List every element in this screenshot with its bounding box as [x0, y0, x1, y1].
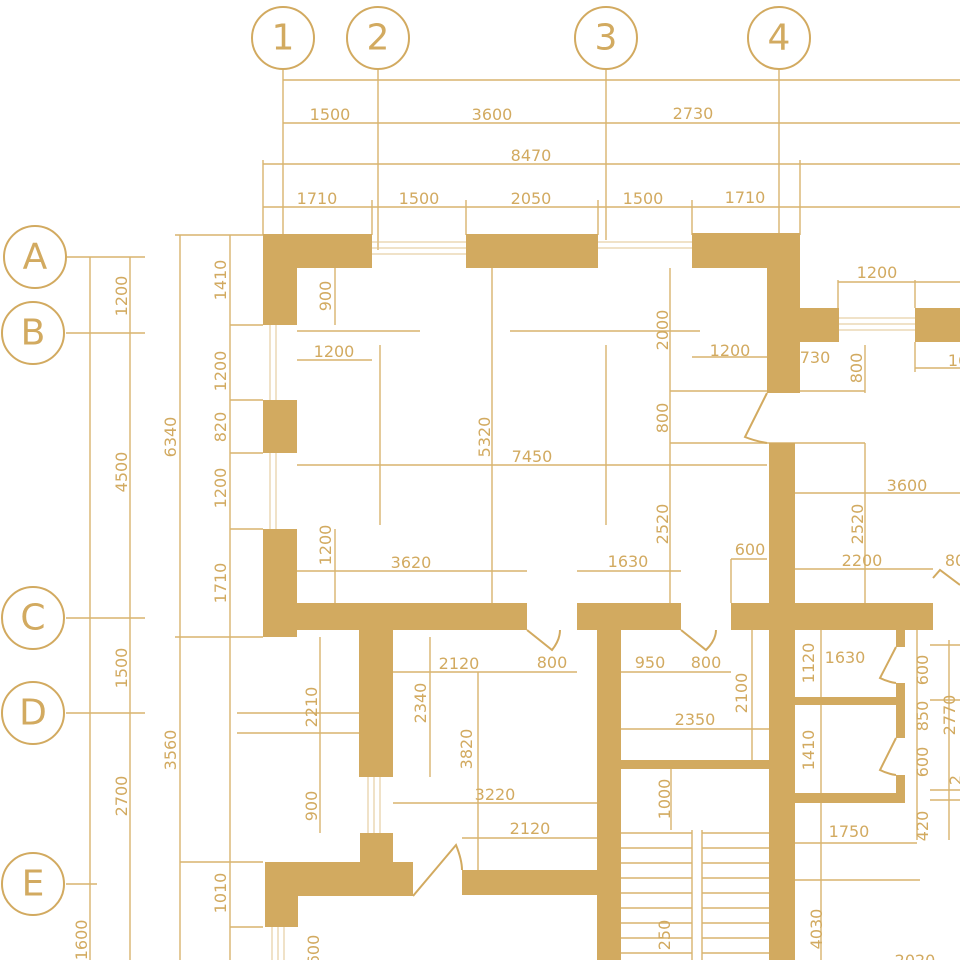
svg-text:2: 2: [367, 18, 390, 59]
svg-text:3: 3: [595, 18, 618, 59]
staircase: [621, 830, 769, 960]
dim-label: 80: [945, 551, 960, 570]
dim-label: 2340: [411, 683, 430, 724]
dim-label: 1200: [316, 525, 335, 566]
dim-label: 1410: [799, 730, 818, 771]
dim-label: 800: [537, 653, 568, 672]
dim-label: 2210: [302, 687, 321, 728]
grid-bubble-4: 4: [747, 6, 811, 70]
dim-label: 1200: [710, 341, 751, 360]
dim-label: 21600: [72, 920, 91, 960]
dim-label: 2520: [653, 504, 672, 545]
dim-label: 600: [913, 655, 932, 686]
dim-label: 1120: [799, 643, 818, 684]
dim-label: 2770: [940, 695, 959, 736]
dim-label: 900: [316, 281, 335, 312]
dim-label: 900: [302, 791, 321, 822]
dim-label: 2120: [510, 819, 551, 838]
dim-label: 1710: [211, 563, 230, 604]
dim-label: 600: [913, 747, 932, 778]
dim-label: 1750: [829, 822, 870, 841]
dim-label: 800: [847, 353, 866, 384]
dim-label: 1630: [608, 552, 649, 571]
grid-bubble-b: B: [1, 301, 65, 365]
svg-text:1: 1: [272, 18, 295, 59]
dim-label: 2350: [675, 710, 716, 729]
dim-label: 1410: [211, 260, 230, 301]
dim-label: 1000: [655, 779, 674, 820]
dim-label: 7450: [512, 447, 553, 466]
dim-label: 2120: [439, 654, 480, 673]
grid-bubble-2: 2: [346, 6, 410, 70]
dim-label: 1200: [314, 342, 355, 361]
dim-label: 1200: [211, 468, 230, 509]
svg-text:B: B: [21, 313, 46, 354]
svg-text:E: E: [22, 864, 45, 905]
dim-label: 8470: [511, 146, 552, 165]
grid-bubble-3: 3: [574, 6, 638, 70]
door-swings: [412, 392, 960, 897]
svg-text:A: A: [23, 237, 48, 278]
dim-label: 600: [735, 540, 766, 559]
dim-label: 3600: [887, 476, 928, 495]
dim-label: 730: [800, 348, 831, 367]
dim-label: 2520: [848, 504, 867, 545]
dim-label: 6340: [161, 417, 180, 458]
dim-label: 3820: [457, 729, 476, 770]
dim-label: 3560: [161, 730, 180, 771]
walls: [263, 233, 960, 960]
dim-label: 2000: [653, 310, 672, 351]
dim-label: 1710: [725, 188, 766, 207]
svg-text:D: D: [19, 693, 47, 734]
dim-label: 3620: [391, 553, 432, 572]
dim-label: 800: [691, 653, 722, 672]
dim-label: 4500: [112, 452, 131, 493]
dim-label: 800: [653, 403, 672, 434]
dim-label: 2: [946, 775, 960, 785]
dim-label: 1500: [399, 189, 440, 208]
dim-label: 5320: [475, 417, 494, 458]
dim-label: 4030: [807, 909, 826, 950]
dim-label: 1500: [310, 105, 351, 124]
grid-bubble-d: D: [1, 681, 65, 745]
dim-label: 820: [211, 412, 230, 443]
dim-label: 1010: [211, 873, 230, 914]
grid-bubble-a: A: [3, 225, 67, 289]
dim-label: 1500: [623, 189, 664, 208]
dim-label: 2050: [511, 189, 552, 208]
dim-label: 250: [655, 920, 674, 951]
dim-label: 2200: [842, 551, 883, 570]
dim-label: 1200: [857, 263, 898, 282]
grid-bubble-e: E: [1, 852, 65, 916]
horizontal-dimensions: 1500 3600 2730 8470 1710 1500 2050 1500 …: [297, 104, 960, 960]
vertical-dimensions: 1200 4500 1500 2700 21600 6340 3560 1410…: [72, 260, 960, 960]
dim-label: 3600: [472, 105, 513, 124]
dim-label: 1200: [112, 276, 131, 317]
dim-label: 950: [635, 653, 666, 672]
dim-label: 3220: [475, 785, 516, 804]
grid-bubble-c: C: [1, 586, 65, 650]
dim-label: 16: [948, 351, 960, 370]
window-lines: [269, 241, 915, 960]
dim-label: 2730: [673, 104, 714, 123]
grid-bubble-1: 1: [251, 6, 315, 70]
dim-label: 1200: [211, 351, 230, 392]
svg-text:C: C: [20, 598, 45, 639]
dim-label: 2100: [732, 673, 751, 714]
dim-label: 600: [304, 935, 323, 960]
dim-label: 1710: [297, 189, 338, 208]
svg-text:4: 4: [768, 18, 791, 59]
dim-label: 1500: [112, 648, 131, 689]
dim-label: 850: [913, 701, 932, 732]
dim-label: 420: [913, 811, 932, 842]
dim-label: 2700: [112, 776, 131, 817]
grid-lines: [66, 69, 960, 960]
dim-label: 1630: [825, 648, 866, 667]
